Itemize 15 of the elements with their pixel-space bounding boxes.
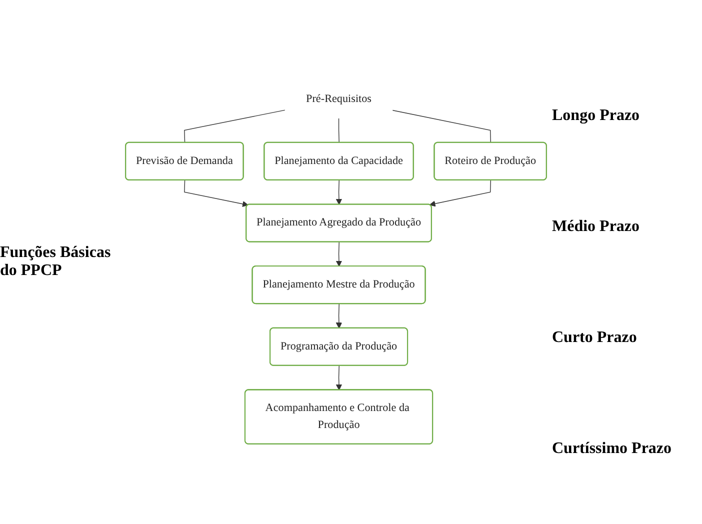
arrow [336,365,342,390]
arrow [336,242,342,266]
connector [392,110,492,143]
arrow [429,180,492,206]
time-horizon-label: Curtíssimo Prazo [552,440,673,458]
connector [338,118,340,143]
time-horizon-label: Longo Prazo [552,106,641,124]
time-horizon-label: Curto Prazo [552,328,638,346]
arrow [336,180,342,205]
connector [184,109,286,143]
node-text: Pré-Requisitos [306,92,372,105]
arrow [336,303,342,328]
group-label: Funções Básicas do PPCP [0,244,112,280]
time-horizon-label: Médio Prazo [552,218,641,236]
arrow [184,180,248,207]
